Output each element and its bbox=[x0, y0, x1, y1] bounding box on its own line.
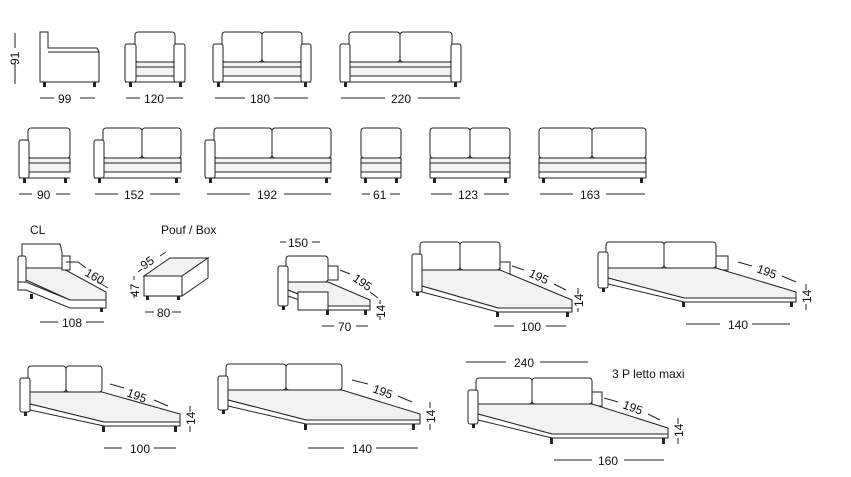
bed-sofa-100-row4-width-dimension: 100 bbox=[104, 442, 176, 456]
cl-title: CL bbox=[30, 223, 46, 237]
bed-sofa-140-row4-height-label: 14 bbox=[424, 409, 438, 423]
width-dimension-192: 192 bbox=[207, 188, 331, 202]
cl-width-dimension: 108 bbox=[40, 316, 104, 330]
bed-armchair bbox=[277, 255, 371, 315]
letto-maxi-title: 3 P letto maxi bbox=[612, 367, 684, 381]
armchair-side-view bbox=[39, 31, 100, 87]
width-label: 120 bbox=[144, 92, 164, 106]
bed-sofa-100-width-dimension: 100 bbox=[494, 320, 566, 334]
chaise-longue-cl bbox=[17, 243, 107, 312]
arm-module-90 bbox=[18, 127, 71, 183]
bed-sofa-140-row4 bbox=[217, 363, 421, 430]
letto-maxi-height-dimension: 14 bbox=[672, 418, 686, 444]
width-dimension-99: 99 bbox=[40, 92, 95, 106]
letto-maxi-bed bbox=[467, 377, 669, 444]
letto-maxi-length-label: 195 bbox=[621, 398, 645, 418]
letto-maxi-width-label: 160 bbox=[598, 454, 618, 468]
letto-maxi-width-dimension: 160 bbox=[554, 454, 664, 468]
bed-sofa-140-length-label: 195 bbox=[755, 262, 779, 282]
bed-sofa-140-length-dimension: 195 bbox=[737, 261, 797, 283]
bed-sofa-140 bbox=[597, 241, 797, 307]
letto-maxi-height-label: 14 bbox=[672, 423, 686, 437]
pouf-title: Pouf / Box bbox=[161, 223, 216, 237]
bed-sofa-140-row4-height-dimension: 14 bbox=[424, 402, 438, 430]
bed-armchair-height-label: 14 bbox=[374, 304, 388, 318]
bed-armchair-height-dimension: 14 bbox=[374, 300, 388, 320]
bed-armchair-width-dimension: 70 bbox=[322, 320, 368, 334]
pouf-width-label: 80 bbox=[157, 306, 171, 320]
bed-sofa-140-row4-length-label: 195 bbox=[371, 382, 395, 402]
arm-module-192 bbox=[204, 127, 332, 183]
sofa-180-front-view bbox=[212, 31, 312, 87]
armless-sofa-123 bbox=[429, 127, 511, 183]
width-dimension-152: 152 bbox=[95, 188, 180, 202]
bed-sofa-140-row4-width-dimension: 140 bbox=[308, 442, 418, 456]
bed-sofa-140-width-dimension: 140 bbox=[686, 318, 790, 332]
width-dimension-61: 61 bbox=[362, 188, 400, 202]
bed-sofa-140-height-dimension: 14 bbox=[800, 284, 814, 310]
height-dimension: 91 bbox=[8, 33, 22, 84]
width-label: 163 bbox=[580, 188, 600, 202]
width-label: 180 bbox=[250, 92, 270, 106]
bed-sofa-100-row4-length-label: 195 bbox=[125, 386, 149, 406]
pouf-box bbox=[142, 257, 210, 300]
width-dimension-90: 90 bbox=[19, 188, 70, 202]
width-dimension-120: 120 bbox=[126, 92, 183, 106]
arm-module-152 bbox=[93, 127, 182, 183]
bed-sofa-140-height-label: 14 bbox=[800, 289, 814, 303]
width-dimension-163: 163 bbox=[540, 188, 645, 202]
bed-armchair-length-label: 195 bbox=[350, 271, 375, 294]
width-label: 192 bbox=[257, 188, 277, 202]
height-label: 91 bbox=[8, 51, 22, 65]
bed-sofa-100 bbox=[411, 241, 573, 317]
bed-armchair-top-dimension: 150 bbox=[280, 236, 320, 250]
bed-sofa-100-row4-length-dimension: 195 bbox=[109, 383, 169, 407]
width-label: 123 bbox=[458, 188, 478, 202]
letto-maxi-length-dimension: 195 bbox=[603, 397, 661, 421]
width-dimension-123: 123 bbox=[431, 188, 509, 202]
bed-sofa-100-row4-width-label: 100 bbox=[130, 442, 150, 456]
armless-sofa-163 bbox=[538, 127, 647, 183]
letto-maxi-top-dimension: 240 bbox=[466, 356, 588, 370]
bed-sofa-100-row4-height-label: 14 bbox=[184, 411, 198, 425]
pouf-width-dimension: 80 bbox=[145, 306, 181, 320]
bed-sofa-100-width-label: 100 bbox=[521, 320, 541, 334]
armchair-front-view bbox=[124, 31, 186, 87]
letto-maxi-top-label: 240 bbox=[514, 356, 534, 370]
width-label: 90 bbox=[37, 188, 51, 202]
bed-armchair-width-label: 70 bbox=[338, 320, 352, 334]
armless-chair-61 bbox=[360, 127, 402, 183]
bed-sofa-100-row4 bbox=[19, 365, 181, 432]
pouf-height-dimension: 47 bbox=[128, 276, 142, 298]
bed-sofa-140-row4-length-dimension: 195 bbox=[351, 379, 413, 403]
bed-sofa-140-width-label: 140 bbox=[728, 318, 748, 332]
bed-sofa-100-height-label: 14 bbox=[572, 293, 586, 307]
bed-sofa-100-height-dimension: 14 bbox=[572, 288, 586, 312]
bed-armchair-top-label: 150 bbox=[288, 236, 308, 250]
bed-sofa-100-row4-height-dimension: 14 bbox=[184, 406, 198, 432]
width-label: 61 bbox=[373, 188, 387, 202]
width-label: 220 bbox=[391, 92, 411, 106]
width-dimension-220: 220 bbox=[341, 92, 460, 106]
sofa-220-front-view bbox=[339, 31, 462, 87]
bed-sofa-140-row4-width-label: 140 bbox=[352, 442, 372, 456]
pouf-height-label: 47 bbox=[128, 283, 142, 297]
cl-width-label: 108 bbox=[62, 316, 82, 330]
width-label: 152 bbox=[124, 188, 144, 202]
width-dimension-180: 180 bbox=[215, 92, 308, 106]
width-label: 99 bbox=[58, 92, 72, 106]
